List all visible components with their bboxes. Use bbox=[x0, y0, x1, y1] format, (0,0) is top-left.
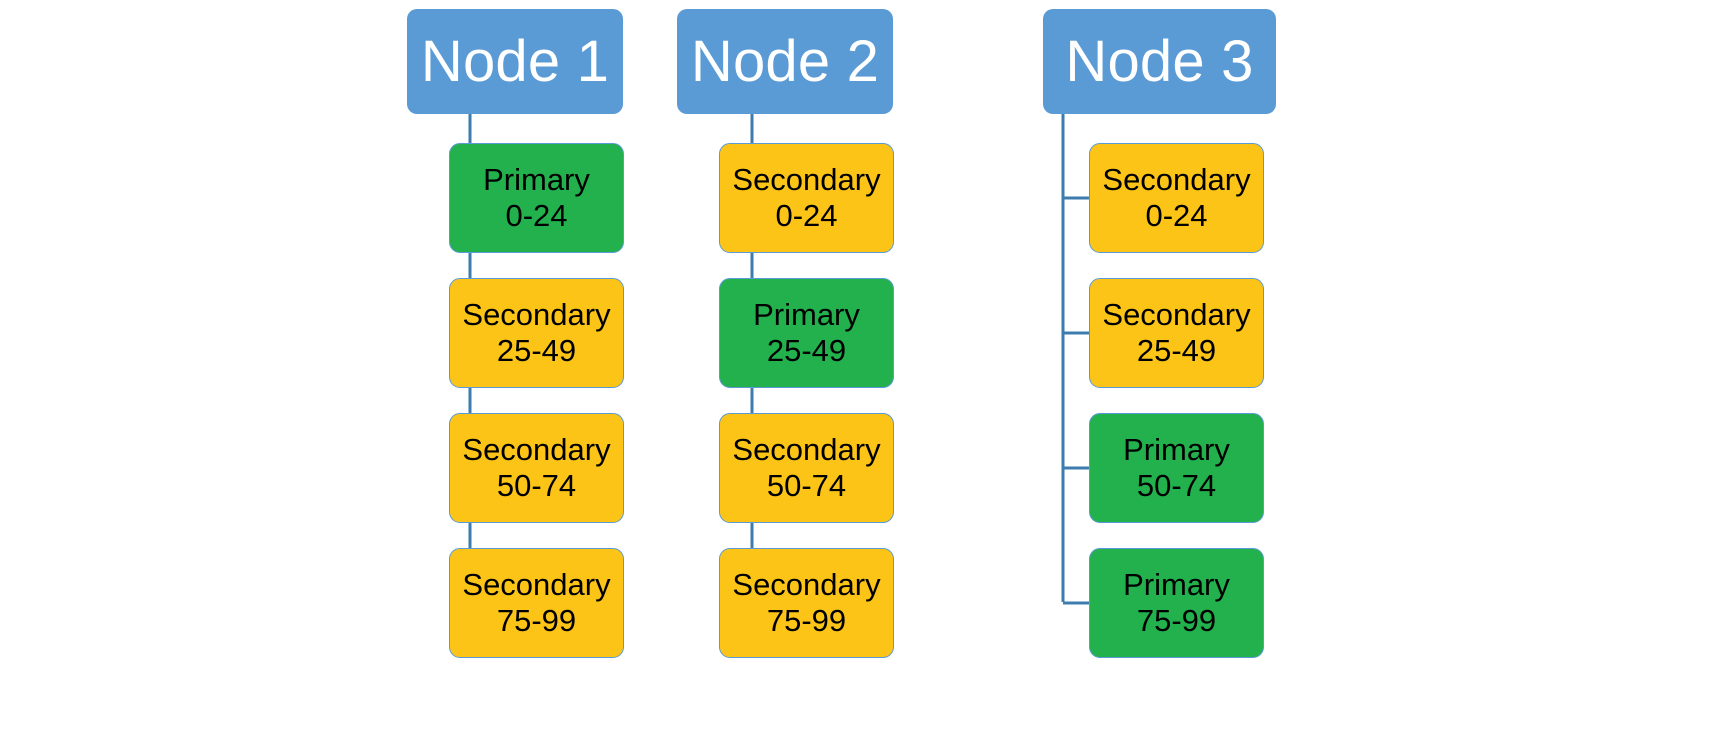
partition-role-n1-p2: Secondary bbox=[462, 431, 611, 467]
partition-role-n1-p0: Primary bbox=[483, 161, 590, 197]
partition-range-n1-p0: 0-24 bbox=[505, 198, 568, 233]
partition-range-n2-p0: 0-24 bbox=[775, 198, 838, 233]
partition-box-n2-p3[interactable]: Secondary 75-99 bbox=[719, 548, 894, 658]
partition-range-n3-p3: 75-99 bbox=[1136, 603, 1217, 638]
partition-role-n3-p0: Secondary bbox=[1102, 161, 1251, 197]
node-header-label-2: Node 2 bbox=[690, 29, 880, 94]
partition-range-n3-p0: 0-24 bbox=[1145, 198, 1208, 233]
partition-box-n2-p1[interactable]: Primary 25-49 bbox=[719, 278, 894, 388]
node-header-1[interactable]: Node 1 bbox=[407, 9, 623, 114]
partition-role-n1-p1: Secondary bbox=[462, 296, 611, 332]
partition-box-n3-p0[interactable]: Secondary 0-24 bbox=[1089, 143, 1264, 253]
partition-box-n2-p2[interactable]: Secondary 50-74 bbox=[719, 413, 894, 523]
partition-range-n2-p2: 50-74 bbox=[766, 468, 847, 503]
partition-range-n1-p2: 50-74 bbox=[496, 468, 577, 503]
partition-box-n2-p0[interactable]: Secondary 0-24 bbox=[719, 143, 894, 253]
partition-role-n2-p3: Secondary bbox=[732, 566, 881, 602]
partition-range-n1-p3: 75-99 bbox=[496, 603, 577, 638]
partition-box-n3-p1[interactable]: Secondary 25-49 bbox=[1089, 278, 1264, 388]
partition-role-n2-p1: Primary bbox=[753, 296, 860, 332]
partition-box-n3-p3[interactable]: Primary 75-99 bbox=[1089, 548, 1264, 658]
node-header-3[interactable]: Node 3 bbox=[1043, 9, 1276, 114]
partition-box-n1-p1[interactable]: Secondary 25-49 bbox=[449, 278, 624, 388]
partition-role-n3-p1: Secondary bbox=[1102, 296, 1251, 332]
node-header-label-3: Node 3 bbox=[1065, 29, 1254, 94]
node-header-label-1: Node 1 bbox=[420, 29, 610, 94]
partition-role-n3-p2: Primary bbox=[1123, 431, 1230, 467]
partition-box-n1-p3[interactable]: Secondary 75-99 bbox=[449, 548, 624, 658]
partition-box-n1-p0[interactable]: Primary 0-24 bbox=[449, 143, 624, 253]
partition-role-n2-p0: Secondary bbox=[732, 161, 881, 197]
partition-role-n1-p3: Secondary bbox=[462, 566, 611, 602]
partition-box-n1-p2[interactable]: Secondary 50-74 bbox=[449, 413, 624, 523]
partition-range-n2-p3: 75-99 bbox=[766, 603, 847, 638]
partition-role-n3-p3: Primary bbox=[1123, 566, 1230, 602]
partition-range-n1-p1: 25-49 bbox=[496, 333, 577, 368]
partition-range-n3-p1: 25-49 bbox=[1136, 333, 1217, 368]
partition-range-n3-p2: 50-74 bbox=[1136, 468, 1217, 503]
partition-role-n2-p2: Secondary bbox=[732, 431, 881, 467]
partition-box-n3-p2[interactable]: Primary 50-74 bbox=[1089, 413, 1264, 523]
node-header-2[interactable]: Node 2 bbox=[677, 9, 893, 114]
partition-range-n2-p1: 25-49 bbox=[766, 333, 847, 368]
